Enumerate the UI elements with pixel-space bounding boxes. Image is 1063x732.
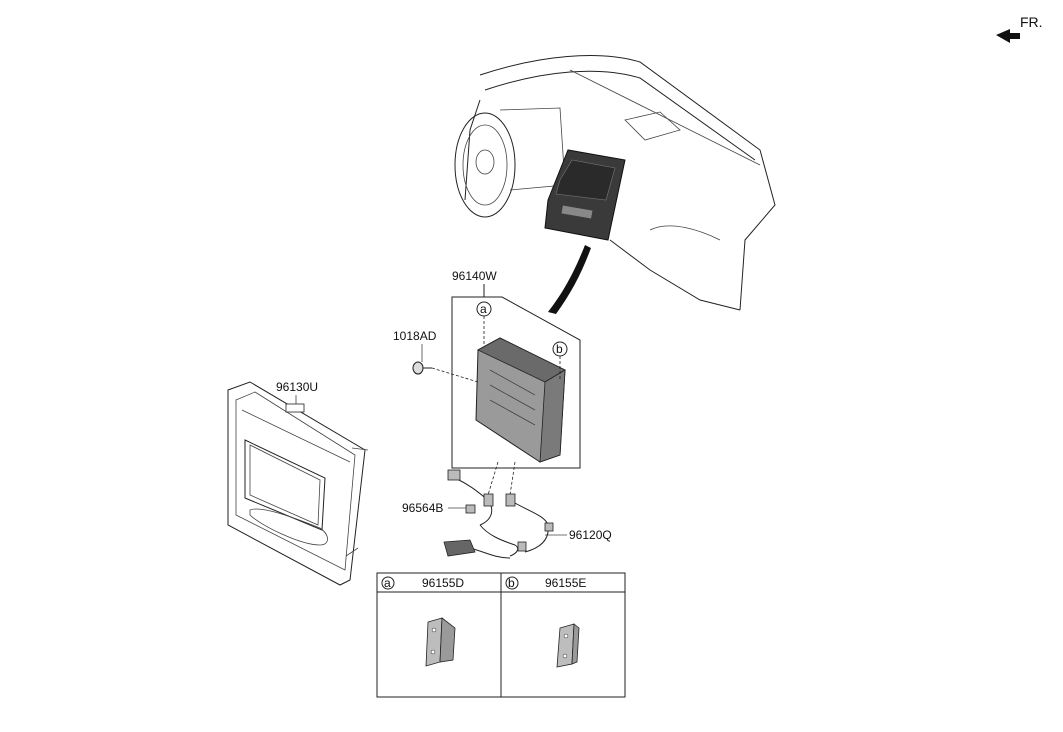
bracket-b-illustration	[556, 623, 580, 668]
head-unit-group: 96140W a b	[451, 269, 581, 469]
wiring-illustration	[443, 461, 554, 559]
table-a-letter: a	[384, 576, 391, 590]
front-direction-label: FR.	[1020, 14, 1043, 30]
wiring-group: 96564B 96120Q	[402, 461, 612, 559]
usb-cable-part-number: 96564B	[402, 501, 443, 515]
head-unit-part-number: 96140W	[452, 269, 497, 283]
table-a-part-number: 96155D	[422, 576, 464, 590]
bracket-a-illustration	[425, 617, 456, 667]
garnish-illustration	[227, 381, 369, 586]
garnish-part-number: 96130U	[276, 380, 318, 394]
callout-a-letter: a	[480, 302, 487, 316]
garnish-group: 96130U	[227, 380, 369, 586]
head-unit-illustration	[475, 337, 566, 463]
front-direction-indicator: FR.	[996, 14, 1043, 43]
table-a-circle	[381, 576, 395, 590]
table-b-letter: b	[508, 576, 515, 590]
screw-icon	[412, 361, 432, 375]
screw-part-number: 1018AD	[393, 329, 437, 343]
callout-b-letter: b	[556, 342, 563, 356]
table-b-part-number: 96155E	[545, 576, 586, 590]
screw-group: 1018AD	[393, 329, 479, 383]
dashboard-illustration	[454, 55, 776, 314]
wiring-part-number: 96120Q	[569, 528, 612, 542]
parts-table: a 96155D b 96155E	[376, 572, 626, 698]
table-b-circle	[505, 576, 519, 590]
front-arrow-icon	[996, 29, 1020, 43]
